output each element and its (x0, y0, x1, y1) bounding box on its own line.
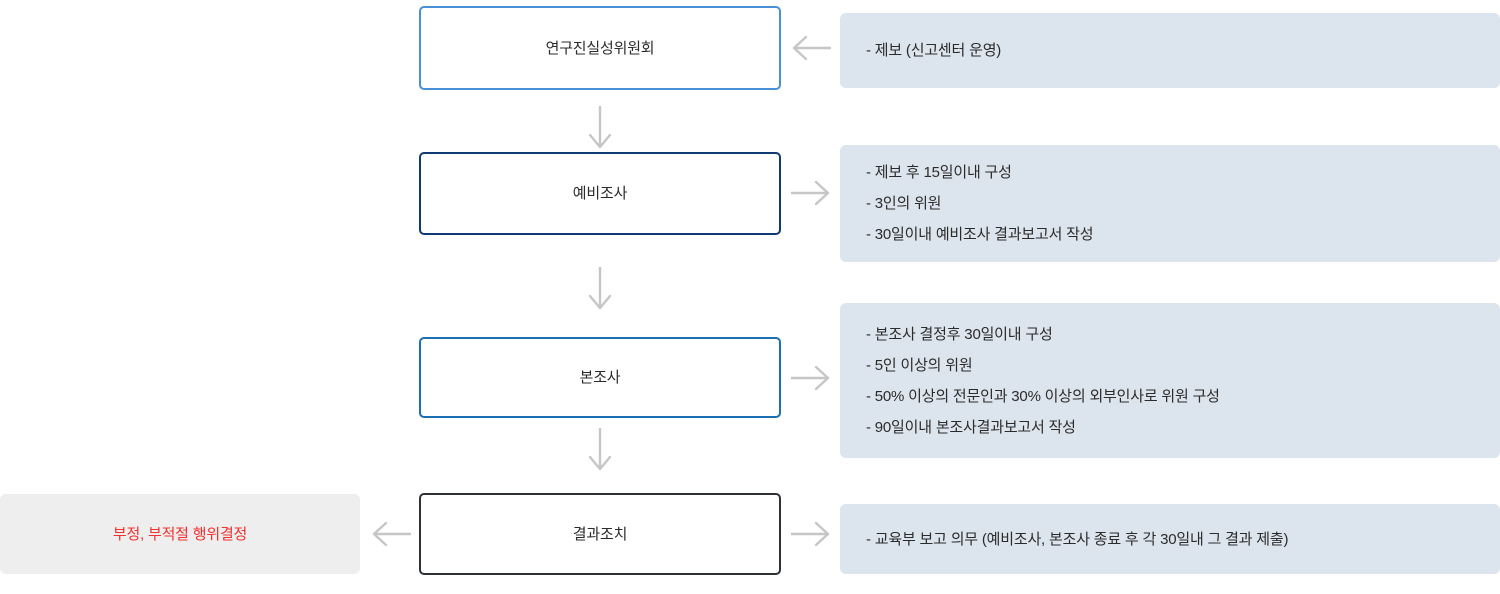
info-line: - 30일이내 예비조사 결과보고서 작성 (866, 226, 1094, 243)
arrow-down-icon-flow-2-3 (585, 265, 615, 311)
process-box-label: 예비조사 (572, 185, 628, 202)
info-panel-step-2: - 제보 후 15일이내 구성 - 3인의 위원 - 30일이내 예비조사 결과… (840, 145, 1500, 262)
process-box-label: 연구진실성위원회 (545, 39, 655, 57)
arrow-down-icon-flow-1-2 (585, 104, 615, 150)
arrow-right-icon-row-2 (789, 178, 833, 208)
outcome-box[interactable]: 부정, 부적절 행위결정 (0, 494, 360, 574)
info-panel-step-1: - 제보 (신고센터 운영) (840, 13, 1500, 88)
process-box-step-1[interactable]: 연구진실성위원회 (419, 6, 781, 90)
info-panel-step-4: - 교육부 보고 의무 (예비조사, 본조사 종료 후 각 30일내 그 결과 … (840, 504, 1500, 574)
process-box-step-3[interactable]: 본조사 (419, 337, 781, 418)
info-panel-step-3: - 본조사 결정후 30일이내 구성 - 5인 이상의 위원 - 50% 이상의… (840, 303, 1500, 458)
process-box-step-4[interactable]: 결과조치 (419, 493, 781, 575)
process-box-label: 결과조치 (572, 525, 628, 543)
arrow-down-icon-flow-3-4 (585, 426, 615, 472)
info-line: - 제보 (신고센터 운영) (866, 42, 1002, 59)
arrow-left-icon-outcome (369, 519, 413, 549)
info-line: - 3인의 위원 (866, 195, 942, 212)
info-line: - 교육부 보고 의무 (예비조사, 본조사 종료 후 각 30일내 그 결과 … (866, 530, 1289, 548)
info-line: - 본조사 결정후 30일이내 구성 (866, 325, 1053, 343)
info-line: - 5인 이상의 위원 (866, 356, 973, 374)
info-line: - 제보 후 15일이내 구성 (866, 164, 1012, 181)
process-box-step-2[interactable]: 예비조사 (419, 152, 781, 235)
info-line: - 50% 이상의 전문인과 30% 이상의 외부인사로 위원 구성 (866, 387, 1220, 405)
arrow-right-icon-row-3 (789, 363, 833, 393)
arrow-left-icon-row-1 (789, 33, 833, 63)
process-box-label: 본조사 (579, 369, 621, 386)
outcome-label: 부정, 부적절 행위결정 (112, 525, 248, 543)
arrow-right-icon-row-4 (789, 519, 833, 549)
info-line: - 90일이내 본조사결과보고서 작성 (866, 418, 1076, 436)
